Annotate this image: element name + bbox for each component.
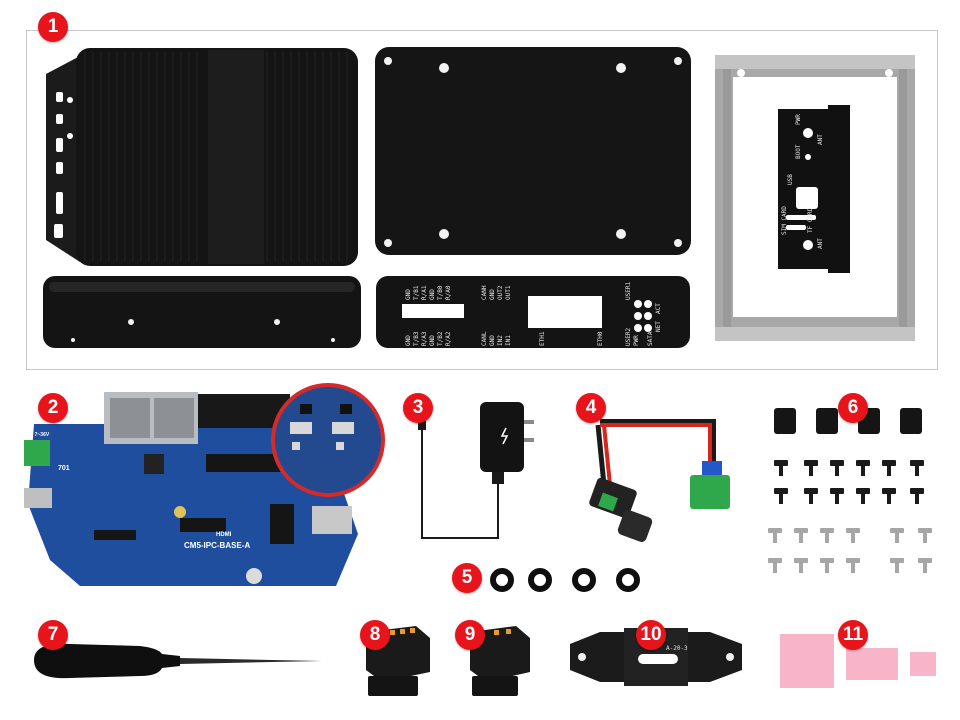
- panel-label-out2: OUT2: [497, 285, 504, 300]
- panel-label-tb3: T/B3: [413, 331, 420, 346]
- panel-label-ra0: R/A0: [445, 285, 452, 300]
- thermal-pad-large: [780, 634, 834, 688]
- panel-label-out1: OUT1: [505, 285, 512, 300]
- badge-1: 1: [38, 12, 68, 42]
- screwdriver: [34, 643, 322, 679]
- panel-label-gnd6: GND: [489, 335, 496, 346]
- panel-label-user1: USER1: [625, 282, 632, 300]
- panel-label-tb2: T/B2: [437, 331, 444, 346]
- screw-kit: [768, 408, 932, 573]
- panel-label-eth0: ETH0: [597, 331, 604, 346]
- dc-jack-cable: [589, 419, 730, 542]
- panel-label-act: ACT: [655, 303, 662, 314]
- panel-label-eth1: ETH1: [539, 331, 546, 346]
- badge-4: 4: [576, 393, 606, 423]
- cm5-ipc-base-board: CM5-IPC-BASE-A HDMI DC 7~36V 701: [24, 392, 358, 586]
- panel-label-gnd4: GND: [405, 335, 412, 346]
- thermal-pad-medium: [846, 648, 898, 680]
- side-label-sim-card: SIM CARD: [781, 206, 788, 235]
- panel-label-user2: USER2: [625, 328, 632, 346]
- badge-5: 5: [452, 563, 482, 593]
- panel-label-sata: SATA: [647, 331, 654, 346]
- plain-side-panel: [43, 276, 361, 348]
- panel-label-canl: CANL: [481, 331, 488, 346]
- heatsink-top-cover: [46, 48, 358, 266]
- io-side-panel: GND T/B1 R/A1 GND T/B0 R/A0 CANH GND OUT…: [376, 276, 690, 348]
- panel-label-in2: IN2: [497, 335, 504, 346]
- panel-label-gnd: GND: [405, 289, 412, 300]
- badge-6: 6: [838, 393, 868, 423]
- board-name-label: CM5-IPC-BASE-A: [184, 541, 250, 550]
- side-label-ant-bottom: ANT: [817, 238, 824, 249]
- badge-11: 11: [838, 620, 868, 650]
- terminal-block-9: [470, 626, 530, 696]
- panel-label-ra1: R/A1: [421, 285, 428, 300]
- side-label-tf-card: TF CARD: [807, 207, 814, 233]
- board-chip-701: 701: [58, 465, 70, 472]
- panel-label-gnd3: GND: [489, 289, 496, 300]
- panel-label-tb1: T/B1: [413, 285, 420, 300]
- badge-10: 10: [636, 620, 666, 650]
- panel-label-ra3: R/A3: [421, 331, 428, 346]
- panel-label-in1: IN1: [505, 335, 512, 346]
- thermal-pad-small: [910, 652, 936, 676]
- panel-label-net: NET: [655, 321, 662, 332]
- board-hdmi-label: HDMI: [216, 532, 232, 538]
- panel-label-tb0: T/B0: [437, 285, 444, 300]
- badge-9: 9: [455, 620, 485, 650]
- rubber-rings: [490, 568, 640, 592]
- panel-label-pwr: PWR: [633, 335, 640, 346]
- board-zoom-inset: [271, 383, 385, 497]
- panel-label-ra2: R/A2: [445, 331, 452, 346]
- board-power-label: DC 7~36V: [26, 432, 50, 438]
- side-label-pwr: PWR: [795, 114, 802, 125]
- badge-7: 7: [38, 620, 68, 650]
- badge-8: 8: [360, 620, 390, 650]
- side-label-boot: BOOT: [795, 144, 802, 159]
- din-clip-label: A-20-3: [666, 645, 688, 652]
- panel-label-gnd5: GND: [429, 335, 436, 346]
- panel-label-canh: CANH: [481, 285, 488, 300]
- side-label-ant-top: ANT: [817, 134, 824, 145]
- side-io-plate: PWR ANT BOOT USB SIM CARD TF CARD ANT: [778, 105, 850, 273]
- top-plate: [375, 47, 691, 255]
- badge-3: 3: [403, 393, 433, 423]
- badge-2: 2: [38, 393, 68, 423]
- panel-label-gnd2: GND: [429, 289, 436, 300]
- side-label-usb: USB: [787, 174, 794, 185]
- power-adapter: [418, 402, 534, 539]
